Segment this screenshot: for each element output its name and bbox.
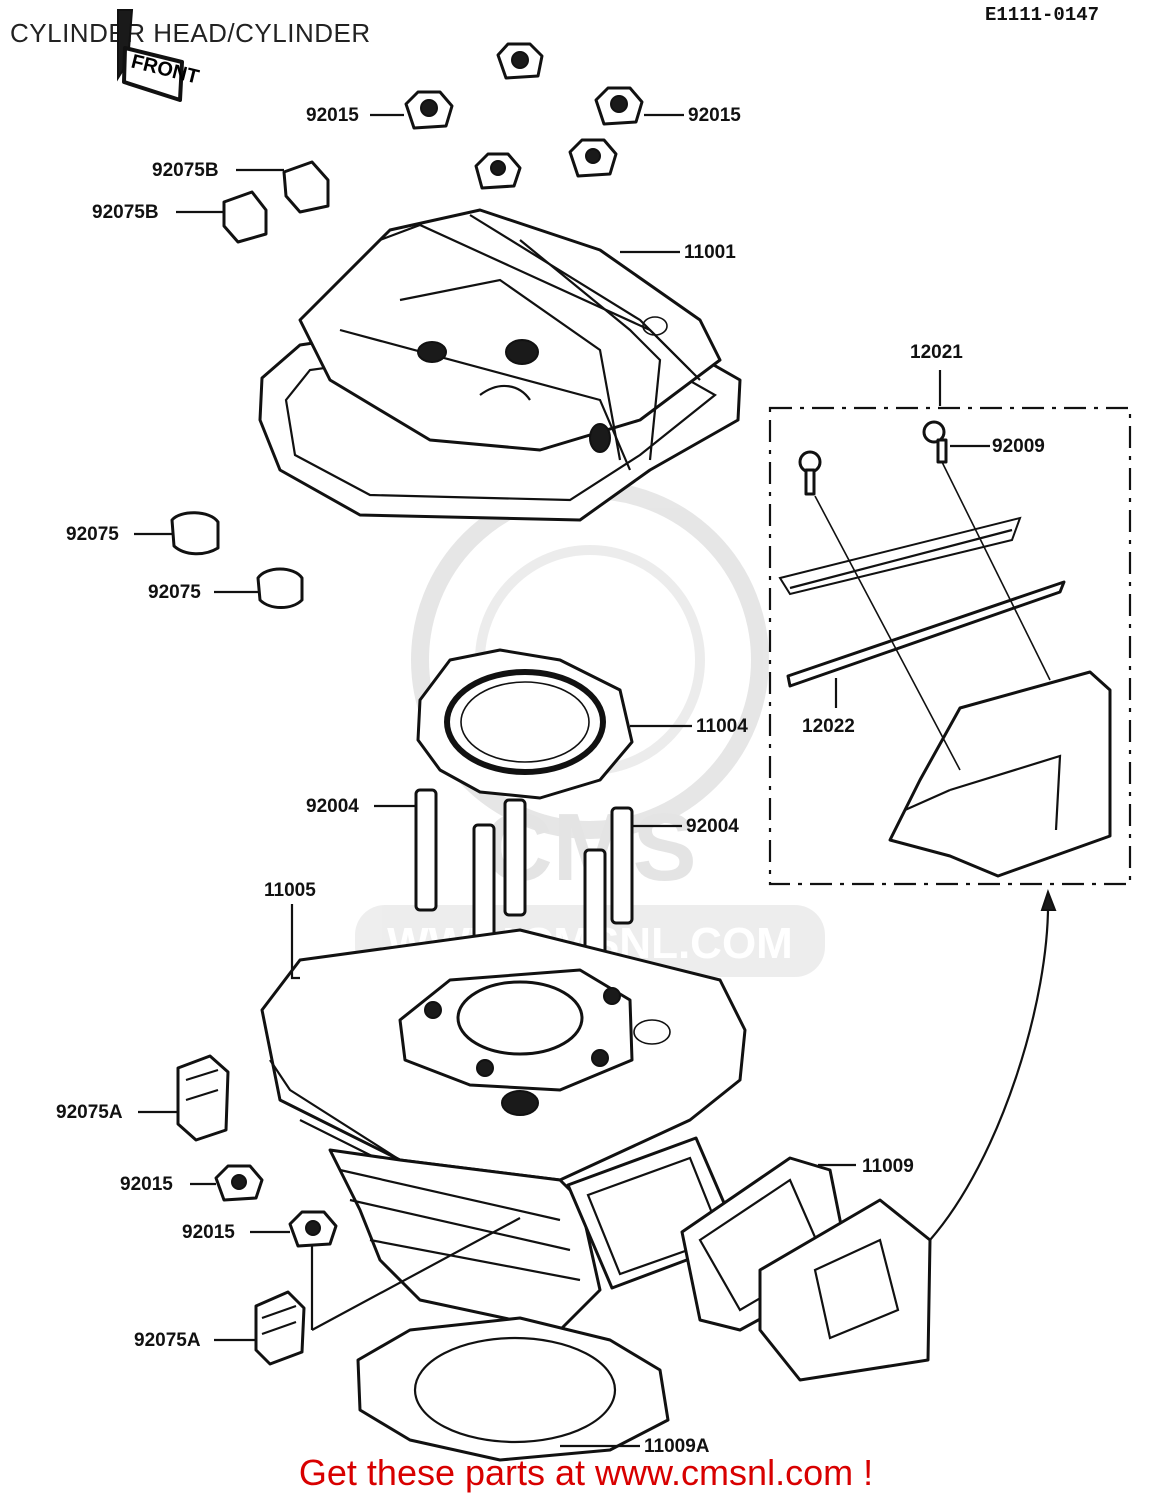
diagram-title: CYLINDER HEAD/CYLINDER (10, 18, 371, 48)
label-92075-a: 92075 (66, 524, 119, 545)
label-92075a-b: 92075A (134, 1330, 201, 1351)
label-92015-c: 92015 (120, 1174, 173, 1195)
nut-icon (594, 86, 644, 126)
nut-92015-group-top (404, 42, 644, 190)
label-92075a-a: 92075A (56, 1102, 123, 1123)
label-92009: 92009 (992, 436, 1045, 457)
cylinder-11005 (260, 928, 747, 1332)
gasket-11009 (680, 1156, 932, 1382)
label-92075b-a: 92075B (152, 160, 219, 181)
label-92004-b: 92004 (686, 816, 739, 837)
label-11005: 11005 (264, 880, 316, 901)
cap-92075-group (170, 511, 304, 609)
label-92075b-b: 92075B (92, 202, 159, 223)
reed-valve-box-12021 (768, 370, 1132, 886)
nut-icon (474, 152, 522, 190)
label-92015-d: 92015 (182, 1222, 235, 1243)
leader-lines (134, 113, 990, 1448)
nut-icon (568, 138, 618, 178)
block-92075a-group (176, 1054, 306, 1366)
label-92015-a: 92015 (306, 105, 359, 126)
head-gasket-11004 (416, 648, 634, 800)
label-11009a: 11009A (644, 1436, 710, 1457)
label-92015-b: 92015 (688, 105, 741, 126)
label-11009: 11009 (862, 1156, 914, 1177)
arrow-head (1040, 889, 1057, 911)
label-12022: 12022 (802, 716, 855, 737)
nut-icon (404, 90, 454, 130)
diagram-code: E1111-0147 (985, 4, 1100, 26)
cylinder-head-11001 (258, 208, 742, 522)
label-92075-b: 92075 (148, 582, 201, 603)
nut-icon (496, 42, 544, 80)
front-marker: FRONT (117, 9, 201, 102)
footer-link-text[interactable]: Get these parts at www.cmsnl.com ! (298, 1452, 874, 1493)
label-12021: 12021 (910, 342, 963, 363)
cap-92075b-group (222, 160, 330, 244)
label-11004: 11004 (696, 716, 748, 737)
base-gasket-11009a (356, 1316, 670, 1462)
connector-arrow (929, 897, 1050, 1241)
label-92004-a: 92004 (306, 796, 359, 817)
nut-92015-group-lower (214, 1164, 338, 1248)
label-11001: 11001 (684, 242, 736, 263)
